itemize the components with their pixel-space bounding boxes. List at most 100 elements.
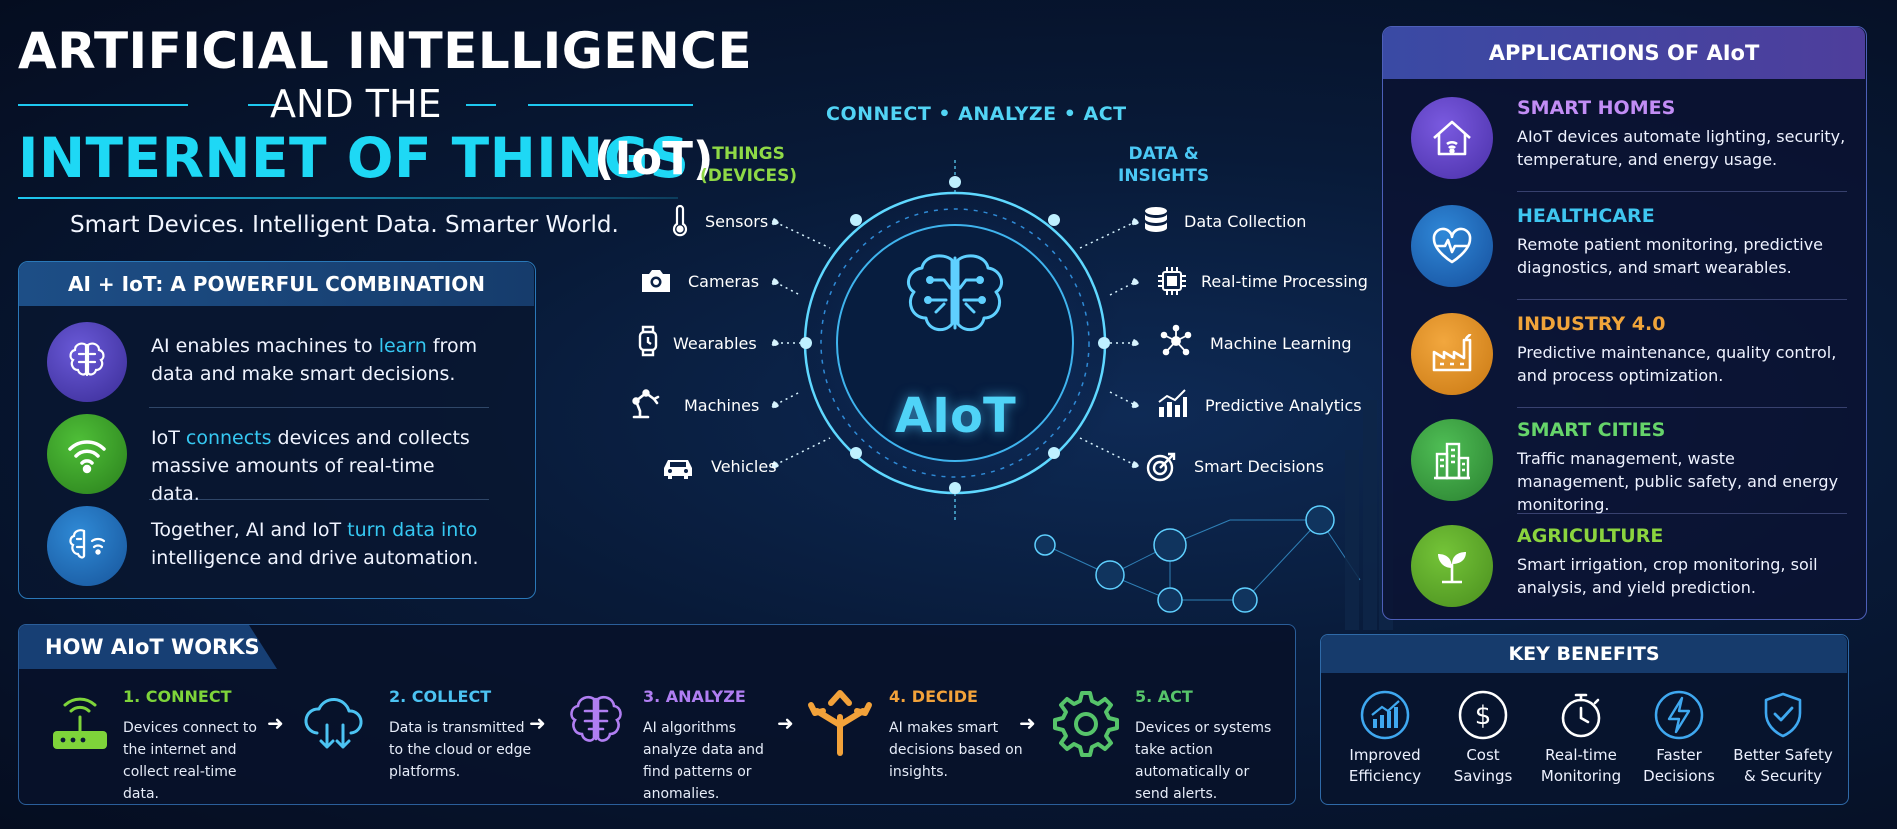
svg-text:$: $ [1475, 701, 1492, 731]
arrow-icon: ➜ [777, 711, 794, 735]
divider [149, 499, 489, 500]
brain-icon [570, 695, 622, 742]
device-connectors [771, 218, 831, 469]
device-machines [628, 385, 664, 425]
target-icon [1146, 452, 1176, 482]
insight-label: Real-time Processing [1201, 272, 1368, 291]
step-title: 3. ANALYZE [643, 687, 746, 706]
benefit-label: Better Safety& Security [1733, 746, 1833, 785]
title-abbreviation: (IoT) [594, 132, 714, 185]
title-line-3: INTERNET OF THINGS [18, 126, 690, 190]
aiot-hub [785, 160, 1125, 520]
aiot-center-label: AIoT [895, 388, 1016, 444]
hub-caption: CONNECT • ANALYZE • ACT [826, 103, 1127, 125]
application-title: SMART HOMES [1517, 97, 1676, 119]
insight-data-collection [1138, 203, 1174, 243]
combination-text: Together, AI and IoT turn data into inte… [151, 519, 479, 569]
subtitle: Smart Devices. Intelligent Data. Smarter… [70, 212, 619, 238]
device-label: Machines [684, 396, 760, 415]
benefit-item: Better Safety& Security [1733, 689, 1833, 787]
brain-wifi-icon [47, 506, 127, 586]
how-aiot-works-panel: HOW AIoT WORKS 1. CONNECT Devices connec… [18, 624, 1296, 805]
network-decoration [1034, 505, 1361, 613]
applications-panel: APPLICATIONS OF AIoT SMART HOMES AIoT de… [1382, 26, 1867, 620]
device-wearables [630, 323, 666, 363]
application-description: Smart irrigation, crop monitoring, soil … [1517, 555, 1818, 597]
camera-icon [642, 270, 670, 292]
step-description: Devices connect to the internet and coll… [123, 720, 257, 802]
application-item: SMART HOMES AIoT devices automate lighti… [1411, 97, 1851, 197]
combination-panel: AI + IoT: A POWERFUL COMBINATION AI enab… [18, 261, 536, 599]
application-title: AGRICULTURE [1517, 525, 1664, 547]
stopwatch-icon [1561, 693, 1601, 738]
application-item: HEALTHCARE Remote patient monitoring, pr… [1411, 205, 1851, 305]
application-title: HEALTHCARE [1517, 205, 1655, 227]
insights-heading: DATA &INSIGHTS [1118, 144, 1210, 186]
wifi-icon [47, 414, 127, 494]
bar-chart-icon [1158, 389, 1187, 417]
divider [149, 407, 489, 408]
things-heading: THINGS(DEVICES) [700, 144, 798, 186]
robot-arm-icon [632, 389, 660, 419]
cloud-icon [304, 698, 363, 749]
shield-icon [1764, 692, 1802, 738]
application-description: AIoT devices automate lighting, security… [1517, 127, 1846, 169]
plant-icon [1411, 525, 1493, 607]
insight-label: Predictive Analytics [1205, 396, 1362, 415]
split-arrow-icon [808, 690, 872, 756]
step-description: AI algorithms analyze data and find patt… [643, 720, 764, 802]
applications-heading: APPLICATIONS OF AIoT [1383, 27, 1865, 79]
arrow-icon: ➜ [529, 711, 546, 735]
network-icon [1160, 324, 1192, 356]
application-item: INDUSTRY 4.0 Predictive maintenance, qua… [1411, 313, 1851, 413]
arrow-icon: ➜ [267, 711, 284, 735]
insight-real-time-processing [1154, 263, 1190, 303]
application-title: SMART CITIES [1517, 419, 1666, 441]
heart-icon [1411, 205, 1493, 287]
device-sensors [662, 203, 698, 243]
city-icon [1411, 419, 1493, 501]
step-title: 2. COLLECT [389, 687, 492, 706]
router-icon [53, 697, 107, 749]
divider [1517, 299, 1847, 300]
title-line-1: ARTIFICIAL INTELLIGENCE [18, 22, 753, 80]
car-icon [664, 460, 692, 479]
insight-machine-learning [1158, 323, 1194, 363]
device-label: Cameras [688, 272, 760, 291]
database-icon [1145, 207, 1167, 232]
step-title: 1. CONNECT [123, 687, 232, 706]
divider [1517, 191, 1847, 192]
house-icon [1411, 97, 1493, 179]
step-title: 5. ACT [1135, 687, 1193, 706]
step-description: Devices or systems take action automatic… [1135, 720, 1272, 802]
divider [1517, 513, 1847, 514]
application-title: INDUSTRY 4.0 [1517, 313, 1666, 335]
combination-heading: AI + IoT: A POWERFUL COMBINATION [19, 262, 534, 306]
divider [1517, 407, 1847, 408]
combination-item: AI enables machines to learn from data a… [47, 314, 497, 404]
factory-icon [1411, 313, 1493, 395]
device-vehicles [660, 448, 696, 488]
brain-icon [47, 322, 127, 402]
title-rule [18, 104, 693, 106]
application-item: AGRICULTURE Smart irrigation, crop monit… [1411, 525, 1851, 625]
benefits-heading: KEY BENEFITS [1321, 635, 1847, 673]
smartwatch-icon [638, 325, 658, 357]
step-description: AI makes smart decisions based on insigh… [889, 720, 1023, 780]
chart-up-icon [1360, 690, 1410, 740]
application-description: Predictive maintenance, quality control,… [1517, 343, 1837, 385]
dollar-icon: $ [1458, 690, 1508, 740]
application-item: SMART CITIES Traffic management, waste m… [1411, 419, 1851, 519]
step-description: Data is transmitted to the cloud or edge… [389, 720, 532, 780]
combination-text: AI enables machines to learn from data a… [151, 335, 478, 385]
device-label: Sensors [705, 212, 769, 231]
combination-item: IoT connects devices and collects massiv… [47, 406, 497, 505]
